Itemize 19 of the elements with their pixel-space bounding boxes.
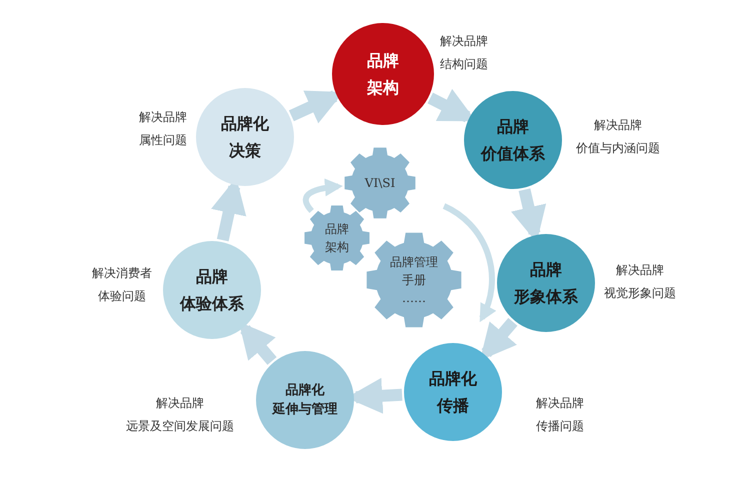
node-label: VI\SI bbox=[364, 175, 396, 192]
note-text: 解决品牌视觉形象问题 bbox=[604, 262, 676, 302]
node-label: 品牌形象体系 bbox=[514, 259, 578, 308]
note-text: 解决品牌传播问题 bbox=[536, 395, 584, 435]
node-label: 品牌体验体系 bbox=[180, 266, 244, 315]
node-label: 品牌化决策 bbox=[221, 113, 269, 162]
note-text: 解决品牌结构问题 bbox=[440, 33, 488, 73]
note-text: 解决品牌远景及空间发展问题 bbox=[126, 395, 234, 435]
curved-arrow bbox=[302, 178, 343, 213]
node-label: 品牌架构 bbox=[367, 50, 399, 99]
node-label: 品牌化传播 bbox=[429, 368, 477, 417]
node-label: 品牌架构 bbox=[325, 221, 349, 256]
note-text: 解决品牌价值与内涵问题 bbox=[576, 117, 660, 157]
node-label: 品牌管理手册 bbox=[390, 254, 438, 289]
note-text: 解决品牌属性问题 bbox=[139, 109, 187, 149]
node-label: 品牌价值体系 bbox=[481, 116, 545, 165]
node-label: …… bbox=[402, 290, 426, 307]
node-label: 品牌化延伸与管理 bbox=[272, 382, 338, 419]
note-text: 解决消费者体验问题 bbox=[92, 265, 152, 305]
